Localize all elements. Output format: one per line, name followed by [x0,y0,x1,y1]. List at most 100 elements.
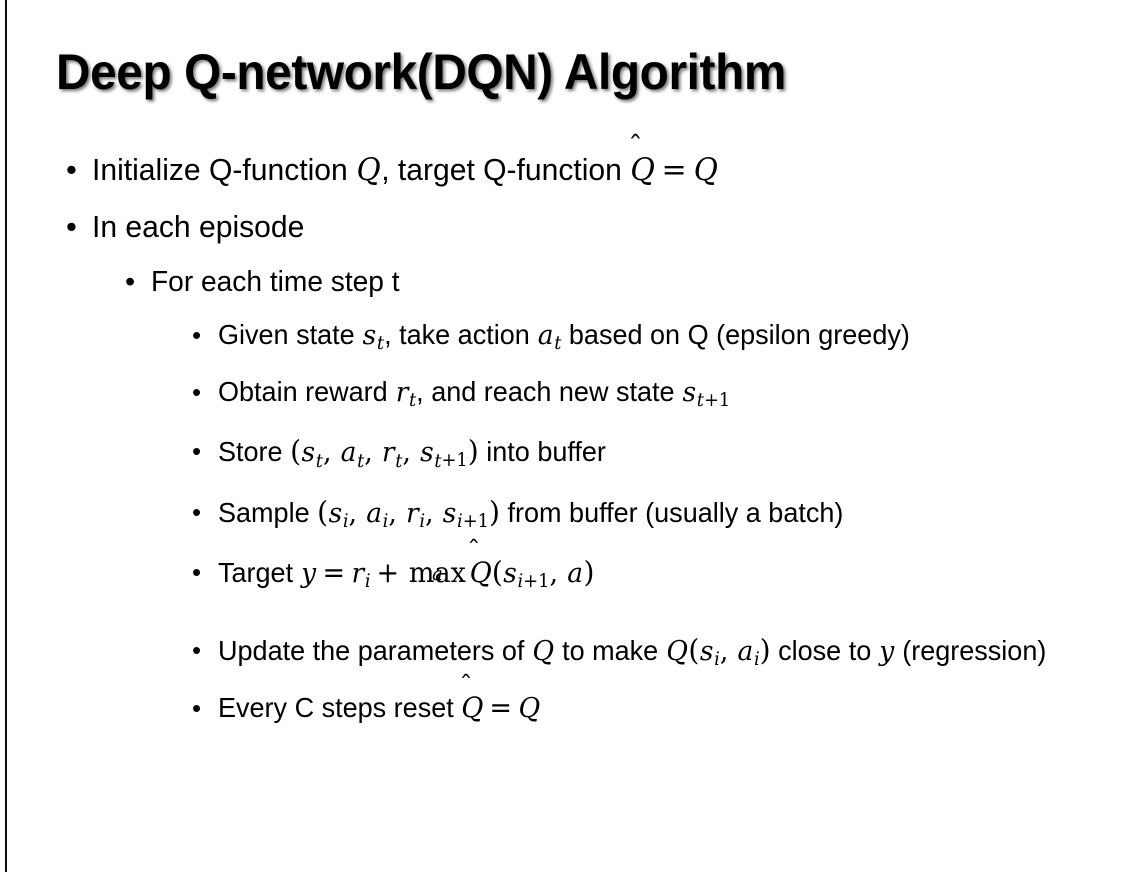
bullet-glyph-icon: • [192,634,202,665]
math-sub-t2: t [696,390,704,412]
text-fragment: Initialize Q-function [92,152,357,187]
text-fragment: Given state [218,319,363,350]
math-var-r: r [406,497,419,529]
text-fragment: into buffer [478,436,606,468]
math-paren-close: ) [759,632,771,667]
text-fragment: , target Q-function [381,152,631,187]
bullet-item-each-episode: • In each episode [0,203,1124,251]
math-var-s: s [682,377,697,409]
math-sub-i4: i [457,510,463,532]
math-var-y: y [301,557,317,589]
math-comma: , [719,633,738,667]
math-sub-plus-one: +1 [523,570,550,592]
math-var-Q: Q [532,635,555,667]
bullet-text-each-episode: In each episode [92,209,305,244]
math-var-Q: Q [356,153,381,188]
math-var-Qhat: ̂Q [461,685,483,731]
math-var-s: s [503,557,517,589]
math-paren-open: ( [290,434,302,469]
math-var-r: r [381,437,395,469]
math-base: Q [461,691,484,725]
math-var-s2: s [442,497,457,529]
math-sub-t2: t [357,450,365,472]
math-sub-i: i [364,570,371,592]
math-comma: , [322,435,341,469]
math-var-s2: s [420,437,434,469]
text-fragment: Obtain reward [218,376,396,408]
math-var-Q: Q [518,693,541,725]
slide-body: • Initialize Q-function Q, target Q-func… [0,146,1124,734]
math-var-Q2: Q [666,635,688,667]
bullet-item-sample-buffer: • Sample (si, ai, ri, si+1) from buffer … [0,489,1124,545]
math-comma: , [348,495,366,529]
bullet-item-each-time-step: • For each time step t [0,259,1124,305]
math-var-y: y [879,635,895,667]
bullet-item-target-equation: • Target y=ri+maxâQ(si+1, a) [0,549,1124,605]
bullet-glyph-icon: • [192,556,202,587]
math-var-Q2: Q [693,153,718,188]
math-sub-i2: i [382,510,389,532]
bullet-glyph-icon: • [125,266,136,298]
math-paren-close: ) [583,554,595,589]
math-paren-close: ) [467,434,479,469]
math-paren-close: ) [489,494,500,529]
bullet-glyph-icon: • [192,436,202,467]
text-fragment: , and reach new state [416,376,683,408]
math-rel-equals: = [489,691,513,725]
text-fragment: Update the parameters of [218,634,532,666]
math-op-plus: + [376,555,400,589]
bullet-item-given-state: • Given state st, take action at based o… [0,312,1124,367]
bullet-text-obtain-reward: Obtain reward rt, and reach new state st… [218,369,1067,424]
page-title: Deep Q-network(DQN) Algorithm [56,44,786,100]
bullet-text-target-equation: Target y=ri+maxâQ(si+1, a) [218,549,1067,605]
math-sub-i2: i [517,570,524,592]
math-base: Q [469,555,492,589]
text-fragment: based on Q (epsilon greedy) [561,319,910,350]
bullet-glyph-icon: • [192,377,202,408]
bullet-glyph-icon: • [192,693,202,724]
math-sub-i2: i [753,649,760,671]
math-comma3: , [425,495,443,529]
bullet-text-given-state: Given state st, take action at based on … [218,312,1067,367]
text-fragment: Every C steps reset [218,692,462,724]
math-var-a: a [537,320,554,351]
math-var-r: r [351,557,365,589]
bullet-item-store-buffer: • Store (st, at, rt, st+1) into buffer [0,428,1124,484]
math-sub-t: t [409,390,417,412]
text-fragment: Target [218,556,301,588]
bullet-item-initialize: • Initialize Q-function Q, target Q-func… [0,146,1124,195]
math-comma2: , [364,435,382,469]
text-fragment: (regression) [894,634,1047,666]
math-sub-plus-one: +1 [441,450,468,472]
math-sub-i: i [342,510,349,532]
bullet-text-each-time-step: For each time step t [151,266,400,298]
bullet-glyph-icon: • [66,209,77,244]
math-sub-t: t [315,450,323,472]
bullet-item-reset-target: • Every C steps reset ̂Q=Q [0,685,1124,732]
math-sub-plus-one: +1 [462,510,490,532]
math-paren-open: ( [317,494,329,529]
math-rel-equals: = [661,152,687,188]
math-sub-t3: t [395,450,403,472]
math-sub-i3: i [419,510,426,532]
bullet-text-initialize: Initialize Q-function Q, target Q-functi… [92,146,1093,195]
math-var-Qhat: ̂Q [470,550,492,596]
math-sub-t: t [376,333,385,355]
math-comma3: , [402,435,420,469]
bullet-glyph-icon: • [66,152,77,187]
math-comma2: , [388,495,406,529]
bullet-text-update-parameters: Update the parameters of Q to make Q(si,… [218,627,1067,683]
math-comma: , [549,555,567,589]
math-var-Qhat: ̂Q [630,146,655,194]
math-var-r: r [395,377,409,409]
bullet-text-store-buffer: Store (st, at, rt, st+1) into buffer [218,428,1067,484]
math-paren-open: ( [688,632,700,667]
math-var-a: a [366,497,383,529]
text-fragment: from buffer (usually a batch) [499,496,844,528]
math-var-s: s [301,437,316,469]
math-var-a: a [567,557,583,589]
math-sub-t4: t [434,450,442,472]
math-var-a: a [340,437,357,469]
